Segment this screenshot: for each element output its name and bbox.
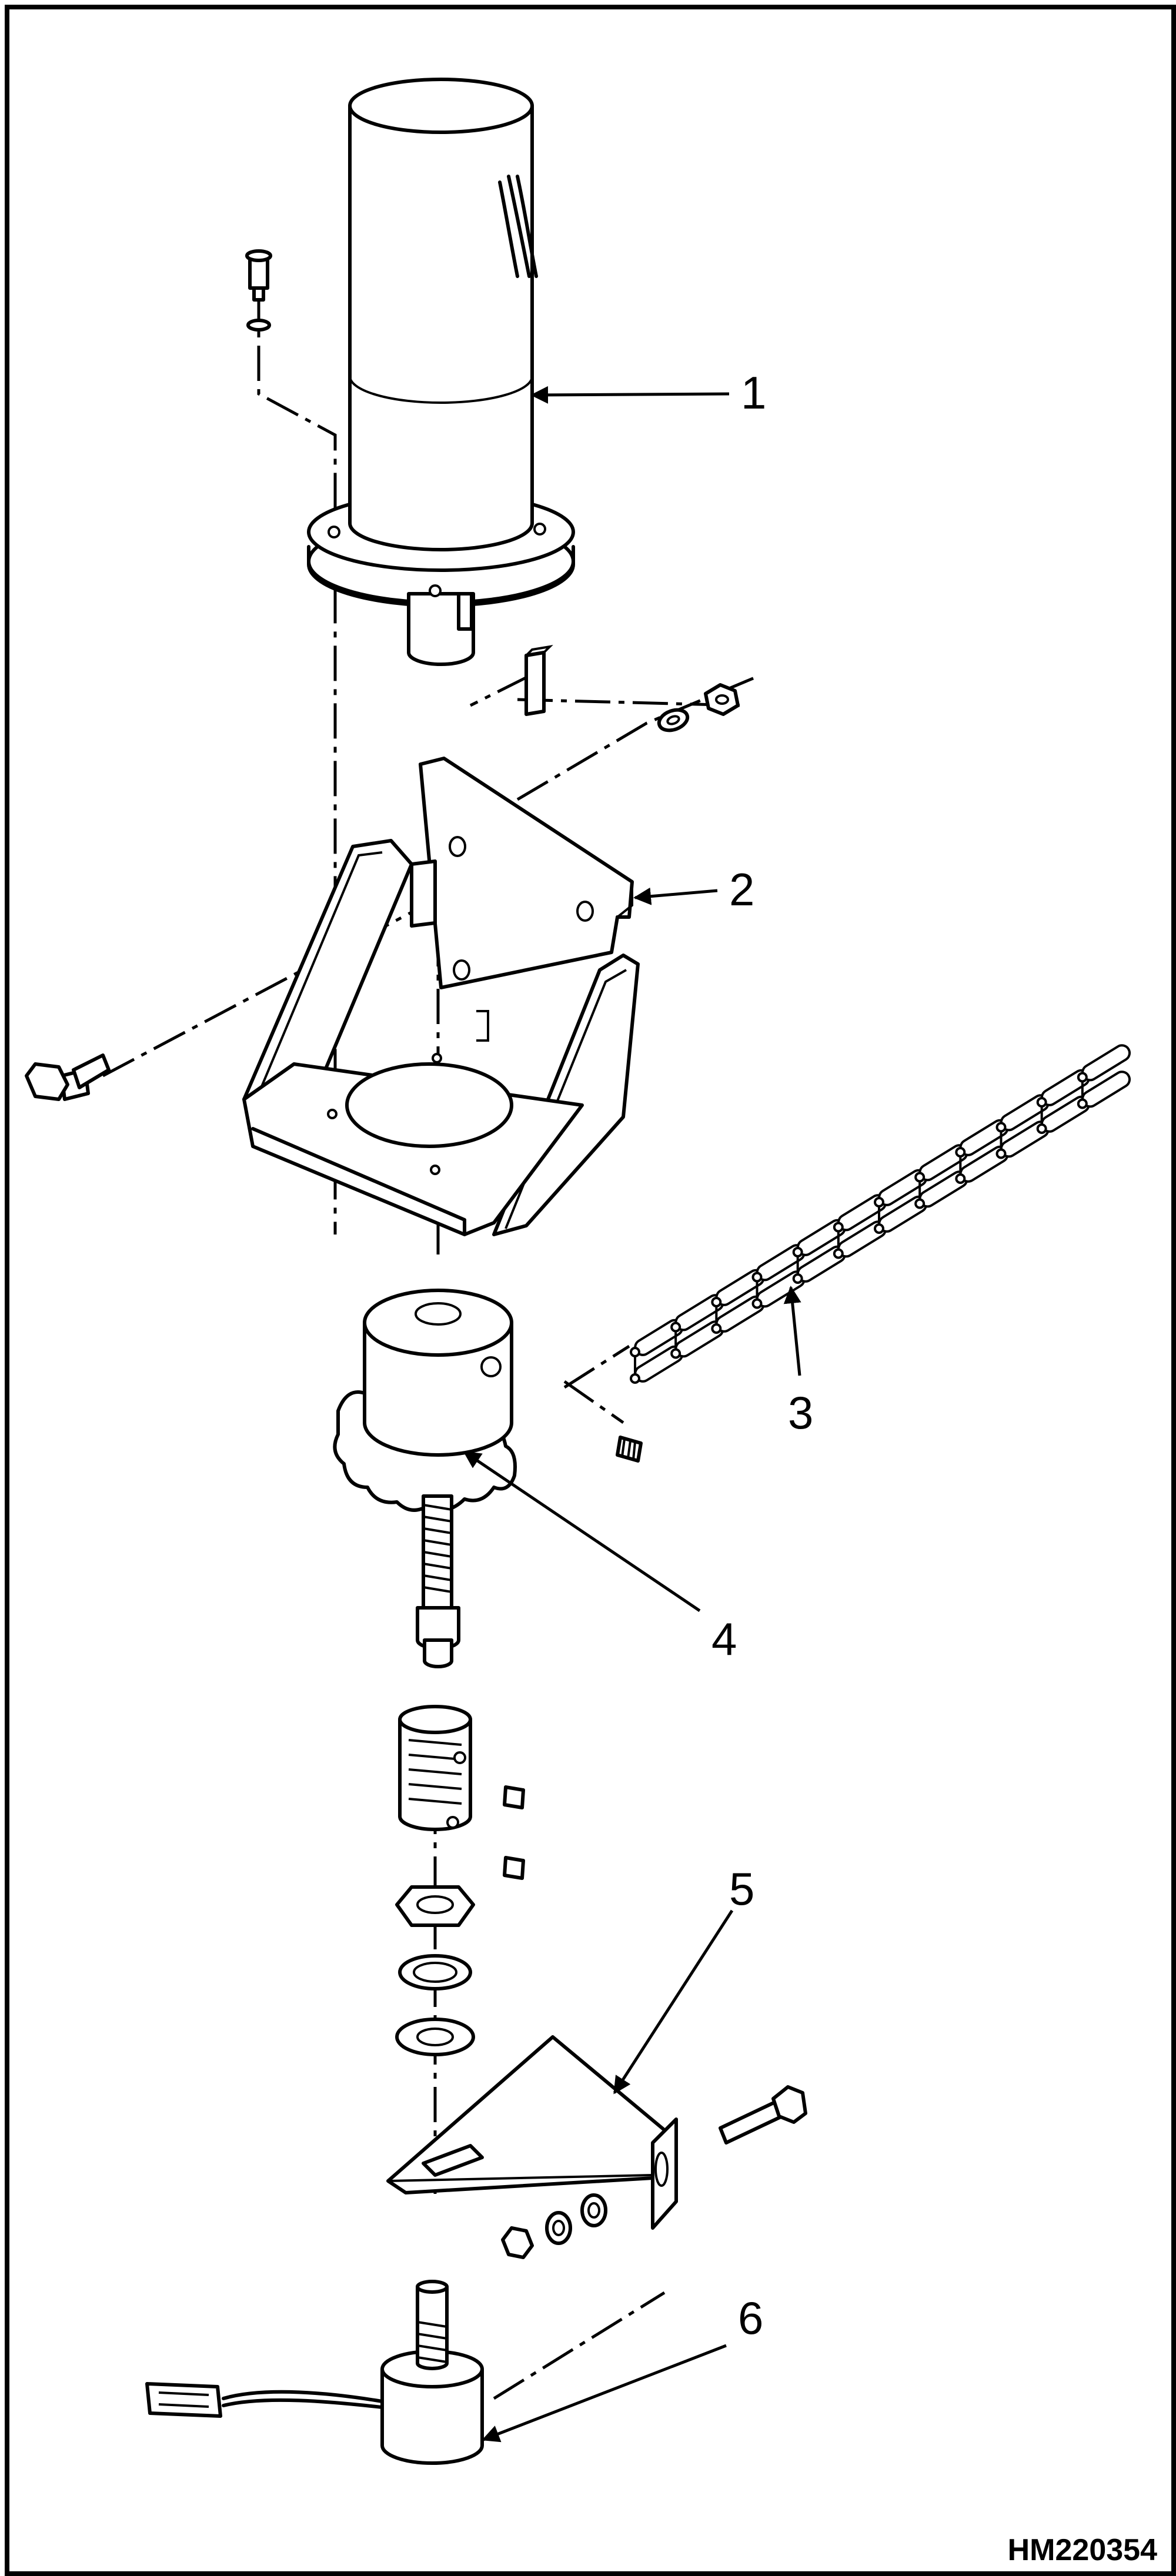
callout-4: 4 — [711, 1613, 737, 1665]
coupling-set-screws — [503, 1785, 525, 1880]
motor — [307, 78, 575, 666]
chain-roller — [955, 1147, 966, 1157]
callout-2: 2 — [729, 864, 754, 915]
drive-sprocket — [333, 1289, 517, 1512]
chain-roller — [751, 1272, 763, 1283]
chain-roller — [711, 1323, 722, 1334]
chain-roller — [874, 1197, 884, 1207]
sensor-bracket — [386, 2035, 678, 2230]
chain-roller — [670, 1322, 681, 1333]
chain-roller — [833, 1222, 844, 1233]
sensor-bracket-nut-washers — [501, 2193, 607, 2259]
callout-3: 3 — [788, 1387, 813, 1438]
callout-6: 6 — [738, 2292, 763, 2344]
threaded-shaft — [416, 1494, 460, 1668]
sprocket-set-screw — [616, 1436, 643, 1463]
chain-roller — [1036, 1123, 1047, 1134]
motor-mounting-bracket — [242, 757, 640, 1236]
shaft-lockwasher — [398, 1954, 472, 1990]
chain-roller — [670, 1348, 681, 1359]
callout-5: 5 — [729, 1863, 754, 1915]
figure-id: HM220354 — [1008, 2533, 1157, 2567]
chain-roller — [955, 1173, 966, 1184]
potentiometer-sensor — [222, 2280, 484, 2465]
sensor-connector — [145, 2382, 222, 2418]
chain-roller — [995, 1148, 1007, 1159]
chain-roller — [914, 1172, 926, 1183]
chain-roller — [914, 1198, 926, 1209]
motor-cap-screw — [245, 249, 272, 332]
bracket-nut-washer — [657, 683, 740, 732]
chain-roller — [630, 1347, 640, 1357]
drive-chain — [630, 1044, 1131, 1384]
chain-roller — [874, 1223, 884, 1234]
shaft-key — [524, 645, 553, 716]
callout-1: 1 — [741, 367, 766, 419]
shaft-flat-washer — [395, 2018, 475, 2056]
bracket-bolt — [25, 1053, 111, 1101]
chain-roller — [630, 1373, 640, 1384]
callout-labels: 1 2 3 4 5 6 — [711, 367, 813, 2344]
chain-roller — [1036, 1097, 1047, 1108]
callout-leaders — [463, 386, 801, 2443]
flexible-coupling — [398, 1705, 472, 1831]
chain-roller — [995, 1122, 1007, 1133]
chain-roller — [751, 1298, 763, 1309]
chain-roller — [792, 1247, 803, 1257]
chain-roller — [833, 1248, 844, 1259]
chain-roller — [711, 1297, 722, 1307]
chain-roller — [1077, 1098, 1088, 1109]
shaft-nut — [395, 1885, 475, 1927]
sensor-bracket-bolt — [719, 2085, 807, 2145]
chain-roller — [792, 1273, 803, 1284]
chain-roller — [1077, 1072, 1088, 1083]
